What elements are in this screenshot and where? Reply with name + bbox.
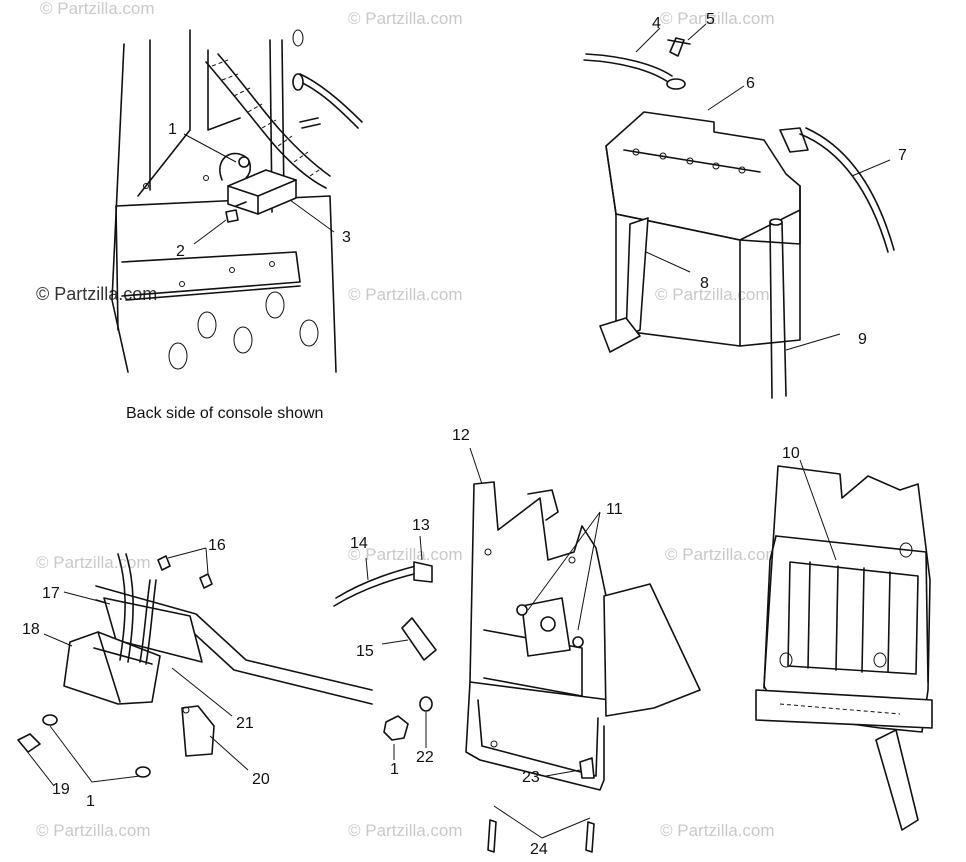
callout-22: 22 [416, 749, 434, 766]
callout-9: 9 [858, 331, 867, 348]
callout-23: 23 [522, 769, 540, 786]
watermark: © Partzilla.com [40, 0, 155, 18]
watermark: © Partzilla.com [348, 821, 463, 840]
rectifier-assembly [17, 553, 373, 778]
callout-2: 2 [176, 243, 185, 260]
callout-5: 5 [706, 11, 715, 28]
callout-14: 14 [350, 535, 368, 552]
callout-12: 12 [452, 427, 470, 444]
watermark: © Partzilla.com [348, 285, 463, 304]
callout-15: 15 [356, 643, 374, 660]
callout-1: 1 [390, 761, 399, 778]
callout-4: 4 [652, 15, 661, 32]
watermark: © Partzilla.com [36, 553, 151, 572]
watermark: © Partzilla.com [655, 285, 770, 304]
leader-lines [25, 23, 891, 839]
callout-21: 21 [236, 715, 254, 732]
callout-19: 19 [52, 781, 70, 798]
watermark: © Partzilla.com [36, 821, 151, 840]
battery-bracket [333, 481, 701, 853]
callout-17: 17 [42, 585, 60, 602]
watermark: © Partzilla.com [348, 9, 463, 28]
callout-10: 10 [782, 445, 800, 462]
battery-assembly [583, 37, 895, 399]
callout-11: 11 [606, 501, 623, 518]
battery-tray [755, 465, 933, 831]
watermark: © Partzilla.com [660, 9, 775, 28]
watermark: © Partzilla.com [660, 821, 775, 840]
callout-13: 13 [412, 517, 430, 534]
caption: Back side of console shown [126, 405, 323, 422]
watermark: © Partzilla.com [665, 545, 780, 564]
callout-1: 1 [168, 121, 177, 138]
callout-3: 3 [342, 229, 351, 246]
callout-8: 8 [700, 275, 709, 292]
callout-1: 1 [86, 793, 95, 810]
callout-labels: 1 2 3 4 5 6 7 8 9 10 11 12 13 14 15 16 1… [22, 11, 907, 858]
callout-16: 16 [208, 537, 226, 554]
watermark: © Partzilla.com [36, 284, 157, 304]
callout-7: 7 [898, 147, 907, 164]
watermark: © Partzilla.com [348, 545, 463, 564]
callout-20: 20 [252, 771, 270, 788]
watermarks: © Partzilla.com © Partzilla.com © Partzi… [36, 0, 780, 840]
callout-24: 24 [530, 841, 548, 858]
callout-6: 6 [746, 75, 755, 92]
console-assembly [111, 29, 363, 373]
callout-18: 18 [22, 621, 40, 638]
